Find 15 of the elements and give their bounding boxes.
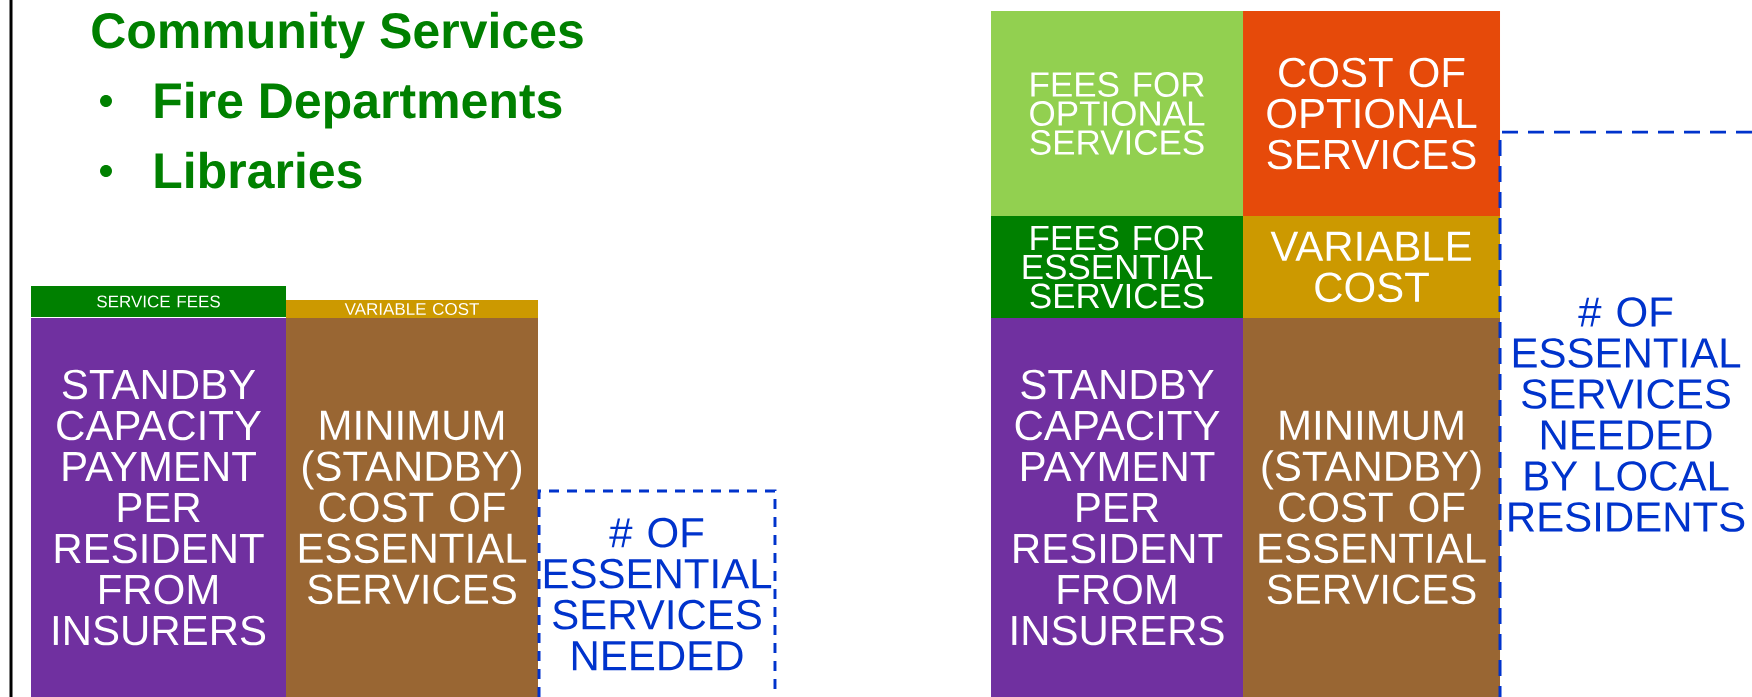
cost-block: STANDBY CAPACITY PAYMENT PER RESIDENT FROM INSURERS [991,318,1243,697]
cost-block: MINIMUM (STANDBY) COST OF ESSENTIAL SERVICES [286,318,538,697]
cost-block: FEES FOR OPTIONAL SERVICES [991,11,1243,216]
cost-block: STANDBY CAPACITY PAYMENT PER RESIDENT FROM INSURERS [31,318,286,697]
heading: Community Services [92,11,583,59]
cost-block: MINIMUM (STANDBY) COST OF ESSENTIAL SERVICES [1243,318,1500,697]
dashed-box: # OF ESSENTIAL SERVICES NEEDED [537,489,777,697]
cost-block: FEES FOR ESSENTIAL SERVICES [991,216,1243,318]
cost-block: VARIABLE COST [1243,216,1500,318]
cost-block: COST OF OPTIONAL SERVICES [1243,11,1500,216]
cost-block: SERVICE FEES [31,286,286,317]
cost-block: VARIABLE COST [286,300,538,318]
dashed-bracket: # OF ESSENTIAL SERVICES NEEDED BY LOCAL RESIDENTS [1498,130,1752,697]
bullet-text: Libraries [155,151,362,189]
bullet-text: Fire Departments [155,81,562,129]
